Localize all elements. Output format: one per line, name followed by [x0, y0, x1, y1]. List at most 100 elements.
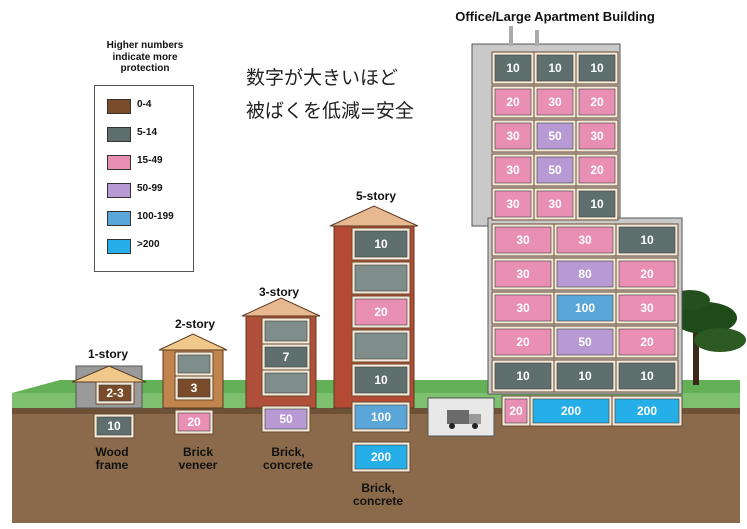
office-wide-cell-value: 80	[578, 267, 592, 281]
office-tower-cell-value: 30	[548, 197, 562, 211]
legend: 0-4 5-14 15-49 50-99 100-199 >200	[94, 85, 194, 272]
legend-swatch	[107, 183, 131, 198]
house-1-basement-fill	[96, 416, 132, 436]
house-5-basement-2-value: 200	[371, 450, 391, 464]
legend-label: 15-49	[137, 155, 163, 166]
house-3-floor-mid-fill	[264, 346, 308, 368]
house-5-floor-fill	[354, 264, 408, 292]
office-antenna-right	[535, 30, 539, 46]
caption-wood-frame: Wood frame	[95, 445, 129, 472]
office-tower-cell-value: 30	[590, 129, 604, 143]
office-wide-cell-value: 20	[640, 267, 654, 281]
house-5-floor-value: 10	[374, 373, 388, 387]
legend-swatch	[107, 155, 131, 170]
underground-garage	[427, 397, 495, 437]
house-1-basement-value: 10	[107, 419, 121, 433]
office-wide-cell-value: 30	[516, 233, 530, 247]
house-3-floor-mid-value: 7	[283, 350, 290, 364]
house-5-floor-fill	[354, 366, 408, 394]
legend-label: 0-4	[137, 99, 152, 110]
office-basement-cell-fill	[504, 398, 528, 424]
legend-label: 100-199	[137, 211, 174, 222]
office-wide-cell-fill	[556, 328, 614, 356]
house-3-basement-value: 50	[279, 412, 293, 426]
office-tower-cell-fill	[578, 54, 616, 82]
office-tower-cell-fill	[578, 156, 616, 184]
office-wide-cell-value: 30	[640, 301, 654, 315]
building-label-5-story: 5-story	[355, 189, 396, 203]
office-wide-cell-fill	[556, 294, 614, 322]
legend-heading: Higher numbers indicate more protection	[106, 40, 184, 74]
legend-label: >200	[137, 239, 160, 250]
office-tower-cell-fill	[494, 88, 532, 116]
office-basement-cell-fill	[614, 398, 680, 424]
office-wide-cell-fill	[556, 260, 614, 288]
house-3-floor-top-fill	[264, 320, 308, 342]
japanese-note-line1: 数字が大きいほど	[246, 67, 399, 89]
office-tower-cell-value: 50	[548, 129, 562, 143]
office-wide-cell-value: 50	[578, 335, 592, 349]
legend-label: 5-14	[137, 127, 158, 138]
legend-swatch	[107, 99, 131, 114]
office-tower-cell-fill	[578, 190, 616, 218]
building-label-1-story: 1-story	[87, 347, 128, 361]
house-5-basement-1-fill	[354, 404, 408, 430]
office-tower-cell-fill	[494, 190, 532, 218]
office-wide-cell-value: 30	[516, 267, 530, 281]
office-wide-cell-fill	[494, 328, 552, 356]
office-wide-cell-fill	[618, 294, 676, 322]
house-3-floor-bottom-fill	[264, 372, 308, 394]
office-tower-cell-fill	[494, 54, 532, 82]
office-tower-cell-value: 20	[506, 95, 520, 109]
office-tower-cell-fill	[536, 190, 574, 218]
office-antenna-left	[509, 26, 513, 46]
house-5-floor-fill	[354, 230, 408, 258]
office-tower-cell-value: 20	[590, 163, 604, 177]
office-wide-cell-fill	[618, 260, 676, 288]
office-basement-cell-fill	[532, 398, 610, 424]
office-basement-cell-value: 20	[509, 404, 523, 418]
house-5-floor-fill	[354, 298, 408, 326]
office-tower-cell-value: 10	[548, 61, 562, 75]
office-wide-cell-fill	[618, 328, 676, 356]
legend-swatch	[107, 127, 131, 142]
office-tower-cell-fill	[536, 88, 574, 116]
office-tower-cell-value: 30	[548, 95, 562, 109]
office-tower-cell-fill	[536, 122, 574, 150]
office-wide-cell-value: 100	[575, 301, 595, 315]
office-wide-cell-value: 30	[578, 233, 592, 247]
office-tower-cell-fill	[578, 122, 616, 150]
office-wide-cell-fill	[556, 226, 614, 254]
house-3-roof	[241, 297, 321, 317]
house-2-floor-lower-value: 3	[191, 381, 198, 395]
building-label-3-story: 3-story	[258, 285, 299, 299]
house-2-basement-fill	[177, 412, 211, 432]
house-2-roof	[158, 333, 228, 351]
office-tower-cell-value: 20	[590, 95, 604, 109]
office-wide-cell-value: 10	[578, 369, 592, 383]
house-5-floor-value: 10	[374, 237, 388, 251]
building-label-2-story: 2-story	[174, 317, 215, 331]
caption-brick-concrete-3: Brick, concrete	[262, 445, 314, 472]
office-wide-cell-fill	[494, 260, 552, 288]
office-basement-cell-value: 200	[561, 404, 581, 418]
office-tower-cell-fill	[536, 54, 574, 82]
office-wide-cell-value: 30	[516, 301, 530, 315]
legend-label: 50-99	[137, 183, 163, 194]
house-5-basement-2-fill	[354, 444, 408, 470]
office-tower-cell-value: 10	[590, 61, 604, 75]
office-wide-cell-fill	[494, 362, 552, 390]
office-building-title: Office/Large Apartment Building	[455, 9, 655, 24]
office-wide-cell-fill	[618, 226, 676, 254]
office-basement-cell-value: 200	[637, 404, 657, 418]
house-2-floor-lower-fill	[177, 378, 211, 398]
office-wide-cell-value: 10	[640, 233, 654, 247]
caption-brick-veneer: Brick veneer	[178, 445, 218, 472]
house-2-basement-value: 20	[187, 415, 201, 429]
house-5-basement-1-value: 100	[371, 410, 391, 424]
legend-swatch	[107, 211, 131, 226]
office-tower-cell-value: 10	[506, 61, 520, 75]
office-tower-cell-fill	[536, 156, 574, 184]
house-2-floor-upper-fill	[177, 354, 211, 374]
